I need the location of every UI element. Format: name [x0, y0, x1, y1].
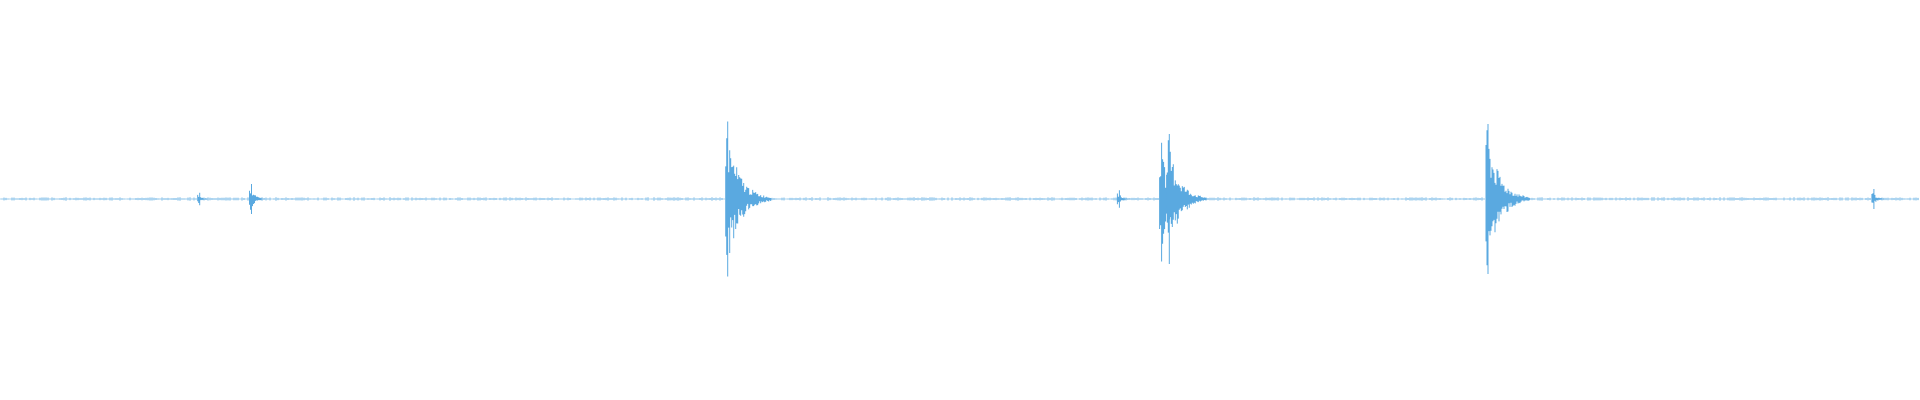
waveform-burst [1485, 124, 1530, 274]
waveform-burst [197, 192, 209, 206]
waveform-burst [1871, 189, 1885, 209]
waveform-burst [725, 121, 772, 277]
waveform-burst [1116, 190, 1130, 208]
waveform-burst [249, 184, 265, 214]
waveform-baseline [0, 197, 1919, 201]
waveform-burst [1166, 134, 1207, 264]
